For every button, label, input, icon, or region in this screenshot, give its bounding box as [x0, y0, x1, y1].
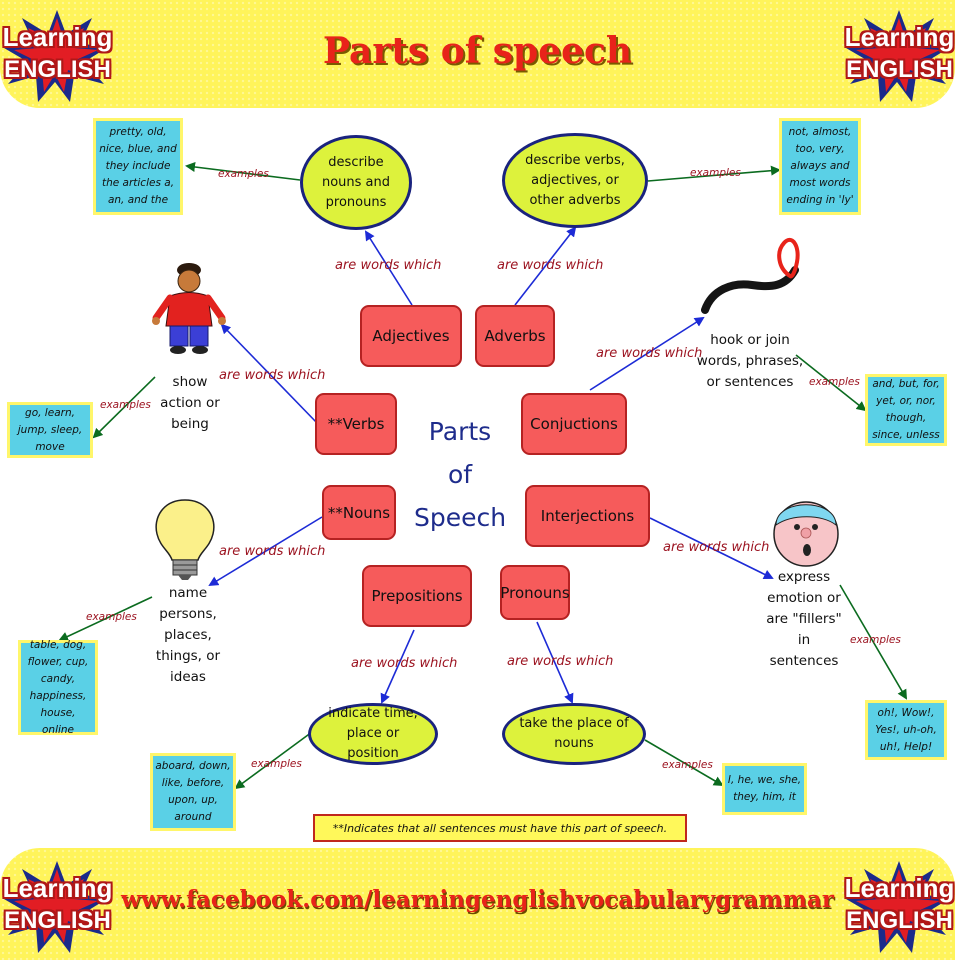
learning-english-logo-bottom-left: Learning ENGLISH — [0, 855, 115, 953]
learning-english-logo-top-right: Learning ENGLISH — [842, 4, 955, 102]
label-nouns-connector: are words which — [219, 544, 326, 559]
label-examples-verbs: examples — [100, 399, 151, 411]
label-examples-pronouns: examples — [662, 759, 713, 771]
center-line-3: Speech — [413, 503, 507, 532]
uk-flag-icon — [846, 10, 952, 102]
examples-nouns: table, dog, flower, cup, candy, happines… — [18, 639, 98, 736]
logo-line-1: Learning — [844, 873, 955, 903]
examples-pronouns: I, he, we, she, they, him, it — [722, 763, 807, 815]
logo-line-2: ENGLISH — [4, 56, 111, 83]
arrow-pronouns — [536, 621, 574, 704]
page-title: Parts of speech — [322, 30, 633, 72]
box-prepositions: Prepositions — [362, 565, 472, 627]
header-band — [0, 0, 955, 108]
uk-flag-icon — [846, 861, 952, 953]
learning-english-logo-top-left: Learning ENGLISH — [0, 4, 115, 102]
label-examples-interjections: examples — [850, 634, 901, 646]
label-examples-conjunctions: examples — [809, 376, 860, 388]
examples-verbs: go, learn, jump, sleep, move — [7, 402, 93, 458]
uk-flag-icon — [4, 861, 110, 953]
facebook-url-link[interactable]: www.facebook.com/learningenglishvocabula… — [121, 886, 834, 913]
center-line-1: Parts — [428, 417, 492, 446]
arrow-verbs — [220, 323, 319, 425]
arrow-examples-adverbs — [647, 165, 781, 182]
box-interjections: Interjections — [525, 485, 650, 547]
label-examples-adjectives: examples — [218, 168, 269, 180]
label-prepositions-connector: are words which — [351, 656, 458, 671]
arrow-interjections — [649, 517, 774, 579]
logo-line-1: Learning — [2, 873, 113, 903]
arrow-conjunctions — [589, 316, 705, 391]
logo-line-2: ENGLISH — [846, 907, 953, 934]
arrow-adjectives — [364, 230, 413, 306]
desc-interjections: express emotion or are "fillers" in sent… — [766, 569, 842, 669]
center-line-2: of — [447, 460, 473, 489]
box-pronouns: Pronouns — [500, 565, 570, 620]
arrow-examples-verbs — [92, 376, 156, 439]
oval-pronouns-description: take the place of nouns — [502, 703, 646, 765]
label-examples-prepositions: examples — [251, 758, 302, 770]
label-examples-adverbs: examples — [690, 167, 741, 179]
surprised-face-icon — [773, 501, 839, 567]
label-conjunctions-connector: are words which — [596, 346, 703, 361]
examples-adverbs: not, almost, too, very, always and most … — [779, 118, 861, 215]
examples-interjections: oh!, Wow!, Yes!, uh-oh, uh!, Help! — [865, 700, 947, 760]
logo-line-1: Learning — [844, 22, 955, 52]
box-nouns: **Nouns — [322, 485, 396, 540]
hook-icon — [701, 237, 800, 314]
boy-figure-icon — [152, 263, 226, 354]
label-pronouns-connector: are words which — [507, 654, 614, 669]
label-adverbs-connector: are words which — [497, 258, 604, 273]
arrow-examples-adjectives — [185, 162, 301, 181]
box-adverbs: Adverbs — [475, 305, 555, 367]
footer-band — [0, 848, 955, 960]
box-verbs: **Verbs — [315, 393, 397, 455]
logo-line-1: Learning — [2, 22, 113, 52]
box-conjunctions: Conjuctions — [521, 393, 627, 455]
examples-prepositions: aboard, down, like, before, upon, up, ar… — [150, 753, 236, 831]
desc-verbs: show action or being — [160, 374, 220, 432]
examples-adjectives: pretty, old, nice, blue, and they includ… — [93, 118, 183, 215]
logo-line-2: ENGLISH — [846, 56, 953, 83]
label-adjectives-connector: are words which — [335, 258, 442, 273]
arrow-examples-conjunctions — [795, 354, 867, 412]
oval-adverbs-description: describe verbs, adjectives, or other adv… — [502, 133, 648, 228]
arrow-examples-interjections — [839, 584, 908, 700]
center-label: Parts of Speech — [410, 410, 510, 539]
light-bulb-icon — [155, 499, 215, 580]
learning-english-logo-bottom-right: Learning ENGLISH — [842, 855, 955, 953]
uk-flag-icon — [4, 10, 110, 102]
examples-conjunctions: and, but, for, yet, or, nor, though, sin… — [865, 374, 947, 446]
arrow-adverbs — [514, 226, 577, 306]
desc-conjunctions: hook or join words, phrases, or sentence… — [696, 332, 804, 390]
logo-line-2: ENGLISH — [4, 907, 111, 934]
label-examples-nouns: examples — [86, 611, 137, 623]
label-interjections-connector: are words which — [663, 540, 770, 555]
arrow-examples-prepositions — [234, 731, 313, 790]
arrow-examples-nouns — [58, 596, 153, 642]
arrow-nouns — [208, 516, 323, 587]
label-verbs-connector: are words which — [219, 368, 326, 383]
arrow-prepositions — [380, 629, 415, 704]
oval-adjectives-description: describe nouns and pronouns — [300, 135, 412, 230]
desc-nouns: name persons, places, things, or ideas — [155, 585, 221, 685]
footnote: **Indicates that all sentences must have… — [313, 814, 687, 842]
oval-prepositions-description: indicate time, place or position — [308, 703, 438, 765]
arrow-examples-pronouns — [644, 739, 724, 787]
box-adjectives: Adjectives — [360, 305, 462, 367]
